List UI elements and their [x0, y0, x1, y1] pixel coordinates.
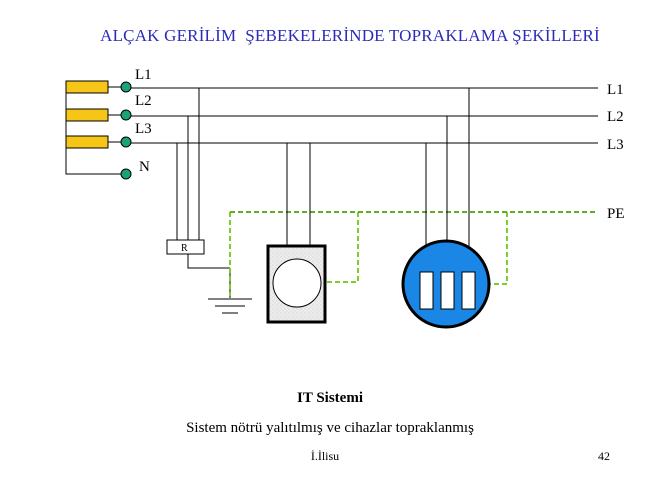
bus-label-l2: L2	[607, 109, 624, 125]
resistor-box	[166, 239, 205, 255]
resistor-ground-lead	[187, 254, 230, 269]
page-number: 42	[598, 449, 610, 463]
terminal-n	[120, 168, 132, 180]
source-label-l1: L1	[135, 67, 152, 83]
bus-label-l3: L3	[607, 137, 624, 153]
device1-motor	[272, 258, 322, 308]
ground-icon	[208, 298, 252, 314]
terminal-l3	[120, 136, 132, 148]
coil-l2	[65, 108, 109, 122]
neutral-star-link	[65, 93, 121, 175]
resistor-label: R	[181, 243, 188, 254]
coil-l1	[65, 80, 109, 94]
bus-label-pe: PE	[607, 206, 625, 222]
system-description: Sistem nötrü yalıtılmış ve cihazlar topr…	[186, 420, 474, 436]
source-label-l3: L3	[135, 121, 152, 137]
device2-winding-2	[440, 271, 455, 310]
source-label-l2: L2	[135, 93, 152, 109]
terminal-l1	[120, 81, 132, 93]
device2-winding-3	[461, 271, 476, 310]
author-name: İ.İlisu	[310, 449, 340, 463]
system-name: IT Sistemi	[297, 390, 363, 406]
bus-label-l1: L1	[607, 82, 624, 98]
slide-title: ALÇAK GERİLİM ŞEBEKELERİNDE TOPRAKLAMA Ş…	[100, 26, 600, 45]
coil-l3	[65, 135, 109, 149]
source-label-n: N	[139, 159, 150, 175]
device2-winding-1	[419, 271, 434, 310]
terminal-l2	[120, 109, 132, 121]
